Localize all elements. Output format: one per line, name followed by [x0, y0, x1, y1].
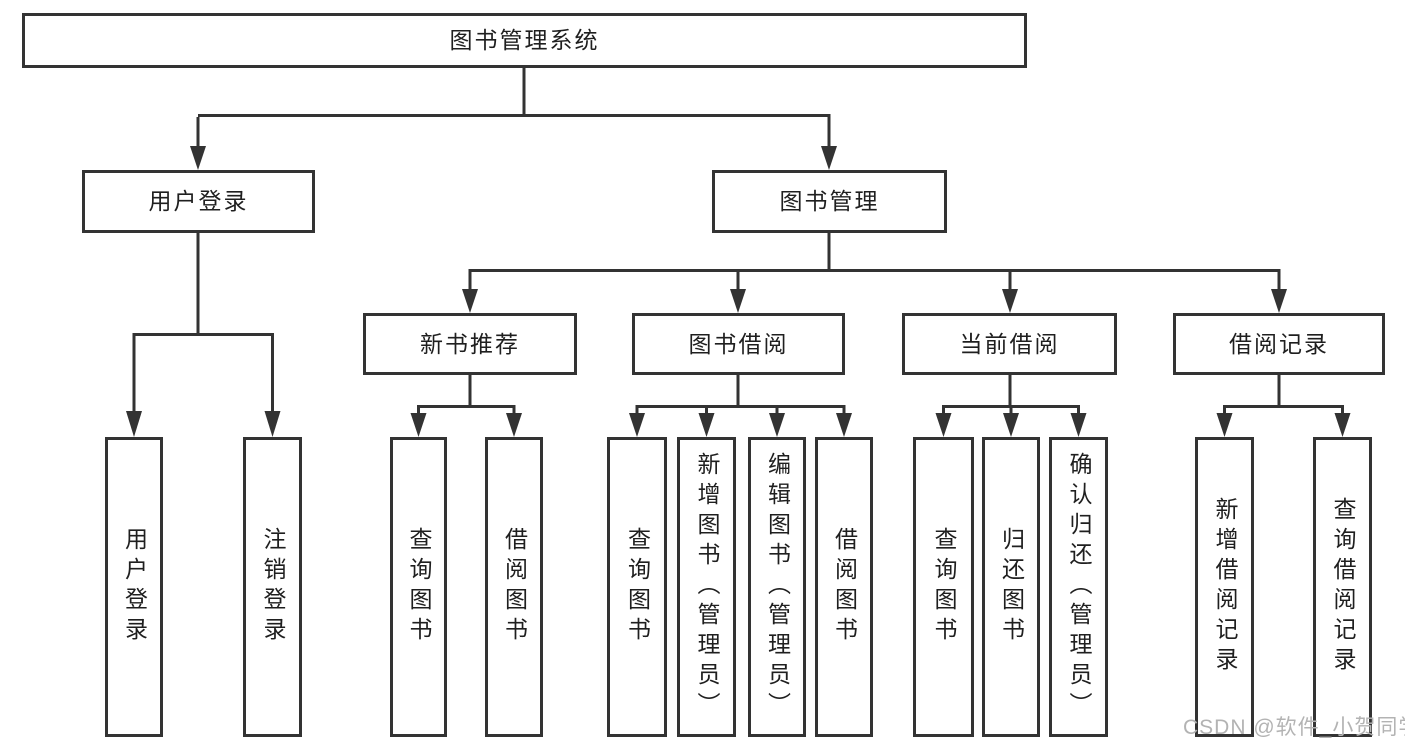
- node-book-borrow-label: 图书借阅: [688, 330, 789, 357]
- node-book-management: 图书管理: [712, 170, 947, 233]
- node-root-system: 图书管理系统: [22, 13, 1027, 68]
- node-root-label: 图书管理系统: [449, 27, 600, 53]
- leaf-records-query-record: 查询借阅记录: [1313, 437, 1372, 737]
- node-current-borrow-label: 当前借阅: [959, 330, 1060, 357]
- leaf-current-query-books-label: 查询图书: [931, 527, 957, 647]
- leaf-newbook-query-books-label: 查询图书: [406, 527, 432, 647]
- leaf-newbook-borrow-books-label: 借阅图书: [501, 527, 528, 647]
- leaf-borrow-edit-books-admin: 编辑图书（管理员）: [748, 437, 806, 737]
- node-borrow-records: 借阅记录: [1173, 313, 1385, 375]
- leaf-current-query-books: 查询图书: [913, 437, 974, 737]
- node-book-management-label: 图书管理: [779, 188, 880, 214]
- node-user-login: 用户登录: [82, 170, 315, 233]
- leaf-records-add-record-label: 新增借阅记录: [1212, 497, 1238, 677]
- arrowhead-icons: [126, 146, 1351, 437]
- csdn-watermark: CSDN @软件_小贺同学: [1183, 716, 1405, 739]
- leaf-current-return-books-label: 归还图书: [998, 527, 1025, 647]
- leaf-current-confirm-return-admin: 确认归还（管理员）: [1049, 437, 1108, 737]
- leaf-logout: 注销登录: [243, 437, 302, 737]
- leaf-borrow-query-books-label: 查询图书: [624, 527, 651, 647]
- leaf-records-query-record-label: 查询借阅记录: [1330, 497, 1356, 677]
- leaf-borrow-edit-books-admin-label: 编辑图书（管理员）: [764, 452, 791, 722]
- leaf-borrow-query-books: 查询图书: [607, 437, 667, 737]
- leaf-borrow-borrow-books-label: 借阅图书: [831, 527, 858, 647]
- leaf-borrow-add-books-admin: 新增图书（管理员）: [677, 437, 736, 737]
- node-new-book-recommend: 新书推荐: [363, 313, 577, 375]
- node-current-borrow: 当前借阅: [902, 313, 1117, 375]
- node-new-book-recommend-label: 新书推荐: [420, 330, 520, 357]
- leaf-borrow-add-books-admin-label: 新增图书（管理员）: [694, 452, 720, 722]
- leaf-newbook-query-books: 查询图书: [390, 437, 447, 737]
- node-user-login-label: 用户登录: [148, 188, 249, 214]
- leaf-current-confirm-return-admin-label: 确认归还（管理员）: [1066, 452, 1092, 722]
- leaf-records-add-record: 新增借阅记录: [1195, 437, 1254, 737]
- leaf-newbook-borrow-books: 借阅图书: [485, 437, 543, 737]
- node-borrow-records-label: 借阅记录: [1229, 330, 1329, 357]
- node-book-borrow: 图书借阅: [632, 313, 845, 375]
- leaf-borrow-borrow-books: 借阅图书: [815, 437, 873, 737]
- leaf-user-login-label: 用户登录: [121, 527, 148, 647]
- leaf-logout-label: 注销登录: [260, 527, 286, 647]
- leaf-current-return-books: 归还图书: [982, 437, 1040, 737]
- leaf-user-login: 用户登录: [105, 437, 163, 737]
